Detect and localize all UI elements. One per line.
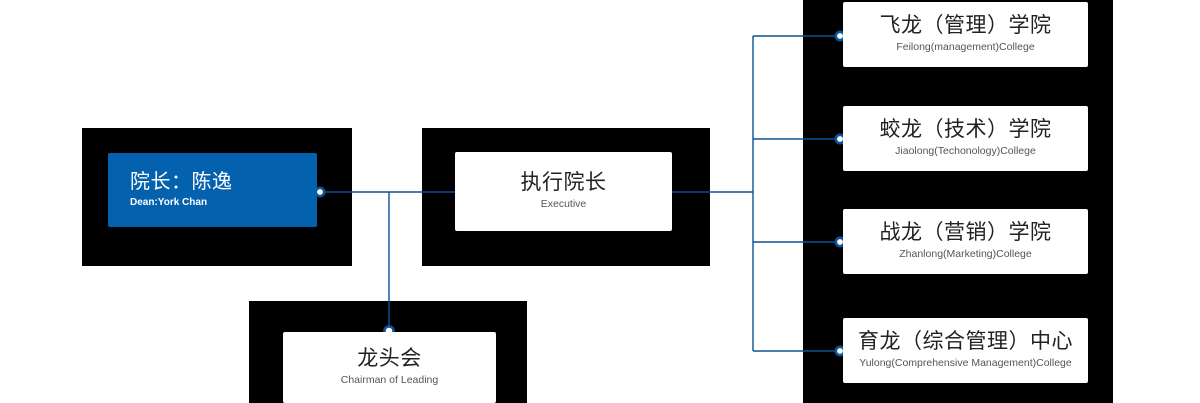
node-chairman-subtitle: Chairman of Leading bbox=[340, 374, 439, 387]
node-dean-title: 院长：陈逸 bbox=[130, 170, 233, 193]
node-zhanlong[interactable]: 战龙（营销）学院 Zhanlong(Marketing)College bbox=[843, 209, 1088, 274]
node-zhanlong-title: 战龙（营销）学院 bbox=[879, 221, 1052, 245]
node-feilong[interactable]: 飞龙（管理）学院 Feilong(management)College bbox=[843, 2, 1088, 67]
node-executive-title: 执行院长 bbox=[520, 171, 607, 195]
node-dean[interactable]: 院长：陈逸 Dean:York Chan bbox=[108, 153, 317, 227]
node-executive[interactable]: 执行院长 Executive bbox=[455, 152, 672, 231]
node-chairman-title: 龙头会 bbox=[357, 347, 422, 371]
node-feilong-title: 飞龙（管理）学院 bbox=[879, 14, 1052, 38]
node-yulong-subtitle: Yulong(Comprehensive Management)College bbox=[859, 357, 1072, 370]
node-jiaolong-title: 蛟龙（技术）学院 bbox=[879, 118, 1052, 142]
node-jiaolong[interactable]: 蛟龙（技术）学院 Jiaolong(Techonology)College bbox=[843, 106, 1088, 171]
node-feilong-subtitle: Feilong(management)College bbox=[896, 41, 1035, 54]
node-chairman[interactable]: 龙头会 Chairman of Leading bbox=[283, 332, 496, 403]
node-zhanlong-subtitle: Zhanlong(Marketing)College bbox=[899, 248, 1032, 261]
node-yulong[interactable]: 育龙（综合管理）中心 Yulong(Comprehensive Manageme… bbox=[843, 318, 1088, 383]
node-jiaolong-subtitle: Jiaolong(Techonology)College bbox=[895, 145, 1036, 158]
node-dean-subtitle: Dean:York Chan bbox=[130, 197, 208, 209]
node-executive-subtitle: Executive bbox=[540, 198, 587, 211]
node-yulong-title: 育龙（综合管理）中心 bbox=[858, 330, 1073, 354]
